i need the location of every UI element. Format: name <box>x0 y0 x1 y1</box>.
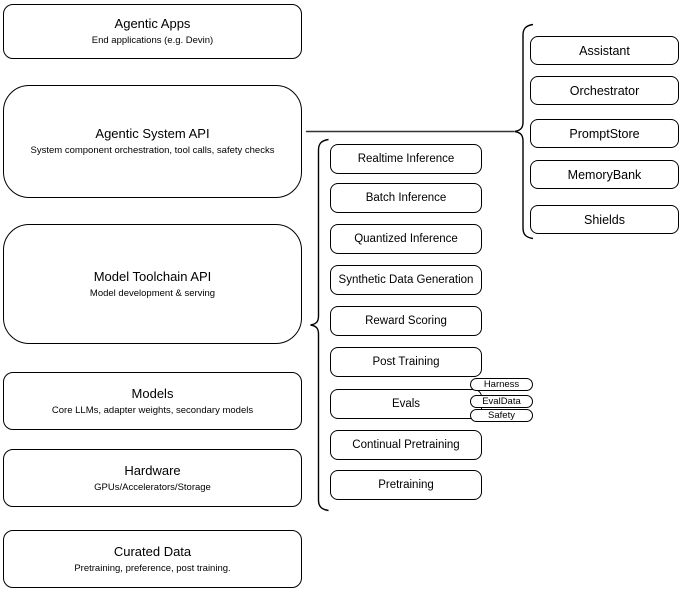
node-assistant: Assistant <box>530 36 679 65</box>
toolchain-brace <box>310 138 329 512</box>
node-subtitle: GPUs/Accelerators/Storage <box>94 481 211 493</box>
node-agentic-apps: Agentic Apps End applications (e.g. Devi… <box>3 4 302 59</box>
node-title: Models <box>131 385 174 401</box>
node-model-toolchain-api: Model Toolchain API Model development & … <box>3 224 302 344</box>
node-label: Post Training <box>372 356 440 368</box>
node-title: Agentic Apps <box>114 16 191 31</box>
node-title: Agentic System API <box>95 126 210 141</box>
node-orchestrator: Orchestrator <box>530 76 679 105</box>
node-memorybank: MemoryBank <box>530 160 679 189</box>
node-label: Pretraining <box>378 479 434 491</box>
node-label: Batch Inference <box>365 192 447 204</box>
node-label: Assistant <box>579 43 630 58</box>
node-curated-data: Curated Data Pretraining, preference, po… <box>3 530 302 588</box>
node-evals: Evals <box>330 389 482 419</box>
node-subtitle: End applications (e.g. Devin) <box>91 35 214 46</box>
node-subtitle: Model development & serving <box>89 287 216 299</box>
node-quantized-inference: Quantized Inference <box>330 224 482 254</box>
node-subtitle: Pretraining, preference, post training. <box>74 562 231 574</box>
node-title: Hardware <box>124 462 181 478</box>
node-label: Reward Scoring <box>365 315 447 327</box>
node-agentic-system-api: Agentic System API System component orch… <box>3 85 302 198</box>
node-title: Model Toolchain API <box>93 268 212 284</box>
node-promptstore: PromptStore <box>530 119 679 148</box>
node-batch-inference: Batch Inference <box>330 183 482 213</box>
node-label: Orchestrator <box>569 83 640 98</box>
node-synthetic-data-generation: Synthetic Data Generation <box>330 265 482 295</box>
node-pretraining: Pretraining <box>330 470 482 500</box>
node-label: Continual Pretraining <box>352 439 460 451</box>
tag-label: EvalData <box>482 396 521 407</box>
node-label: Realtime Inference <box>357 153 455 165</box>
tag-harness: Harness <box>470 378 533 391</box>
node-label: Evals <box>391 398 421 410</box>
tag-label: Safety <box>488 410 515 421</box>
node-post-training: Post Training <box>330 347 482 377</box>
node-models: Models Core LLMs, adapter weights, secon… <box>3 372 302 430</box>
node-label: Synthetic Data Generation <box>338 274 474 286</box>
node-label: Quantized Inference <box>354 233 458 245</box>
node-subtitle: Core LLMs, adapter weights, secondary mo… <box>51 404 254 416</box>
node-title: Curated Data <box>113 543 192 559</box>
node-label: PromptStore <box>569 126 640 141</box>
tag-safety: Safety <box>470 409 533 422</box>
tag-evaldata: EvalData <box>470 395 533 408</box>
tag-label: Harness <box>483 379 520 390</box>
node-reward-scoring: Reward Scoring <box>330 306 482 336</box>
node-shields: Shields <box>530 205 679 234</box>
node-label: MemoryBank <box>567 167 642 182</box>
node-label: Shields <box>584 212 625 227</box>
node-subtitle: System component orchestration, tool cal… <box>30 145 275 156</box>
node-hardware: Hardware GPUs/Accelerators/Storage <box>3 449 302 507</box>
node-realtime-inference: Realtime Inference <box>330 144 482 174</box>
node-continual-pretraining: Continual Pretraining <box>330 430 482 460</box>
